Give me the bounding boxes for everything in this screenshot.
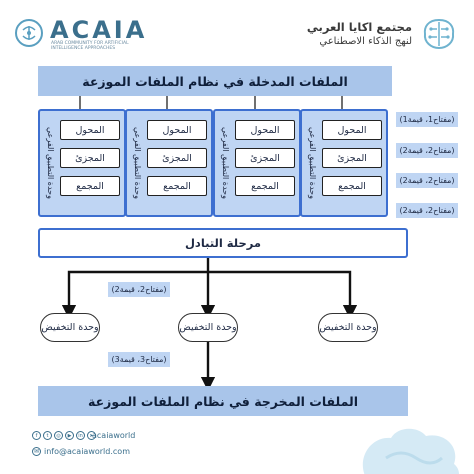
kv-pair-label: (مفتاح2، قيمة2) [396, 143, 458, 158]
reducer-box: وحدة التخفيض [40, 313, 100, 342]
mapper-stage: المحول [60, 120, 120, 140]
partitioner-stage: المجزئ [322, 148, 382, 168]
output-files-band: الملفات المخرجة في نظام الملفات الموزعة [38, 386, 408, 416]
input-files-band: الملفات المدخلة في نظام الملفات الموزعة [38, 66, 392, 96]
brain-watermark-icon [346, 418, 470, 474]
kv-pair-lower: (مفتاح3، قيمة3) [108, 352, 170, 367]
reducer-box: وحدة التخفيض [318, 313, 378, 342]
mapper-stage: المحول [147, 120, 207, 140]
combiner-stage: المجمع [147, 176, 207, 196]
partitioner-stage: المجزئ [235, 148, 295, 168]
linkedin-icon[interactable]: in [76, 431, 85, 440]
twitter-icon[interactable]: t [43, 431, 52, 440]
facebook-icon[interactable]: f [32, 431, 41, 440]
combiner-stage: المجمع [322, 176, 382, 196]
worker-label: وحدة التطبيق الفرعي [308, 127, 317, 199]
brain-logo-icon [14, 18, 44, 48]
social-icons-row: f t ◎ ▶ in ➤ [32, 431, 96, 440]
combiner-stage: المجمع [60, 176, 120, 196]
exchange-stage-box: مرحلة التبادل [38, 228, 408, 258]
org-subtitle: لنهج الذكاء الاصطناعي [319, 36, 412, 47]
kv-pair-label: (مفتاح1، قيمة1) [396, 112, 458, 127]
mapper-stage: المحول [322, 120, 382, 140]
brand-name: ACAIA [50, 16, 148, 44]
telegram-icon[interactable]: ➤ [87, 431, 96, 440]
partitioner-stage: المجزئ [60, 148, 120, 168]
worker-label: وحدة التطبيق الفرعي [133, 127, 142, 199]
worker-label: وحدة التطبيق الفرعي [221, 127, 230, 199]
instagram-icon[interactable]: ◎ [54, 431, 63, 440]
email-icon: ✉ [32, 447, 41, 456]
partitioner-stage: المجزئ [147, 148, 207, 168]
brain-circuit-icon [420, 17, 458, 51]
reducer-box: وحدة التخفيض [178, 313, 238, 342]
combiner-stage: المجمع [235, 176, 295, 196]
social-handle[interactable]: acaiaworld [92, 431, 136, 440]
kv-pair-label: (مفتاح2، قيمة2) [396, 173, 458, 188]
kv-pair-middle: (مفتاح2، قيمة2) [108, 282, 170, 297]
youtube-icon[interactable]: ▶ [65, 431, 74, 440]
kv-pair-label: (مفتاح2، قيمة2) [396, 203, 458, 218]
worker-label: وحدة التطبيق الفرعي [46, 127, 55, 199]
contact-email[interactable]: info@acaiaworld.com [44, 447, 130, 456]
mapper-stage: المحول [235, 120, 295, 140]
org-name: مجتمع اكايا العربي [306, 20, 412, 34]
brand-tagline: ARAB COMMUNITY FOR ARTIFICIAL INTELLIGEN… [51, 41, 129, 51]
